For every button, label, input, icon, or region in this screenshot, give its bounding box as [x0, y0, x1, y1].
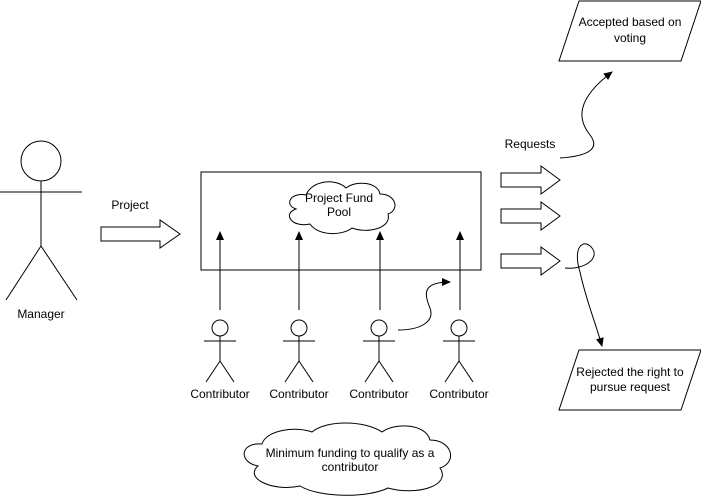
- minimum-funding-cloud: [243, 422, 452, 496]
- contributor-actor-2: [283, 319, 315, 383]
- manager-left-leg: [5, 245, 42, 301]
- contributor-3-curved-arrow: [397, 278, 451, 331]
- contributor-label-4: Contributor: [429, 387, 488, 401]
- fund-pool-line1: Project Fund: [305, 191, 373, 205]
- contributor-label-1: Contributor: [190, 387, 249, 401]
- contributor-actor-1: [204, 319, 236, 383]
- project-label: Project: [111, 198, 149, 212]
- manager-head: [20, 140, 62, 182]
- manager-label: Manager: [17, 307, 64, 321]
- fund-pool-line2: Pool: [327, 205, 351, 219]
- contributor-label-2: Contributor: [269, 387, 328, 401]
- accepted-parallelogram: [558, 0, 701, 62]
- minimum-funding-line1: Minimum funding to qualify as a: [266, 446, 435, 460]
- rejected-parallelogram: [558, 349, 701, 411]
- accepted-line2: voting: [614, 31, 646, 45]
- rejected-line1: Rejected the right to: [576, 365, 684, 379]
- project-block-arrow: [100, 219, 181, 249]
- manager-right-leg: [40, 245, 78, 301]
- manager-actor: [0, 140, 82, 301]
- contributor-label-3: Contributor: [349, 387, 408, 401]
- request-block-arrow-2: [500, 201, 561, 231]
- accepted-curved-arrow: [559, 71, 613, 159]
- rejected-line2: pursue request: [590, 380, 671, 394]
- accepted-line1: Accepted based on: [579, 15, 682, 29]
- fund-pool-cloud: [289, 181, 396, 234]
- requests-label: Requests: [505, 137, 556, 151]
- request-block-arrow-1: [500, 165, 561, 195]
- minimum-funding-line2: contributor: [322, 460, 379, 474]
- request-block-arrow-3: [500, 246, 561, 276]
- contributor-actor-4: [443, 319, 475, 383]
- rejected-curved-arrow: [564, 243, 604, 347]
- contributor-actor-3: [363, 319, 395, 383]
